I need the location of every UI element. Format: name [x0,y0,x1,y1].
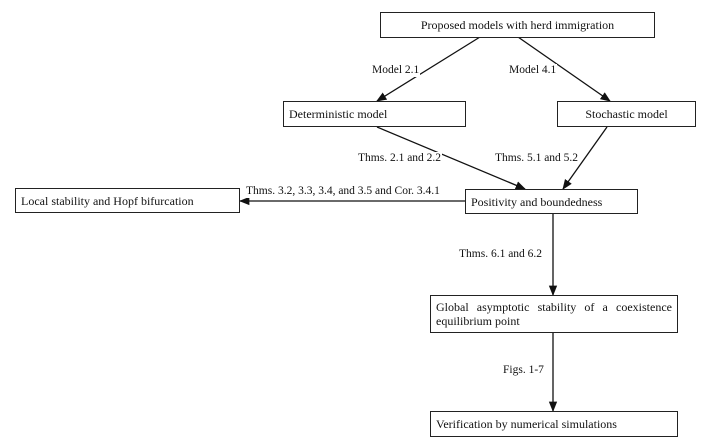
node-verification: Verification by numerical simulations [430,411,678,437]
edge-label-thms-3-2-cor-3-4-1: Thms. 3.2, 3.3, 3.4, and 3.5 and Cor. 3.… [245,185,441,198]
edge-label-model-2-1: Model 2.1 [371,64,421,77]
edge-label-thms-2-1-2-2: Thms. 2.1 and 2.2 [357,152,443,165]
node-deterministic-model: Deterministic model [283,101,466,127]
node-global-stability: Global asymptotic stability of a coexist… [430,295,678,333]
edge-label-model-4-1: Model 4.1 [508,64,558,77]
edge-label-thms-6-1-6-2: Thms. 6.1 and 6.2 [458,248,544,261]
node-stochastic-model: Stochastic model [557,101,696,127]
node-proposed-models: Proposed models with herd immigration [380,12,655,38]
edge-label-figs-1-7: Figs. 1-7 [502,364,545,377]
arrow-root-to-deterministic [376,36,481,102]
arrow-stochastic-to-positivity [562,126,608,190]
node-positivity-boundedness: Positivity and boundedness [465,189,638,214]
arrow-root-to-stochastic [517,36,611,102]
node-local-stability: Local stability and Hopf bifurcation [15,188,240,213]
arrow-deterministic-to-positivity [376,126,526,190]
edge-label-thms-5-1-5-2: Thms. 5.1 and 5.2 [494,152,580,165]
